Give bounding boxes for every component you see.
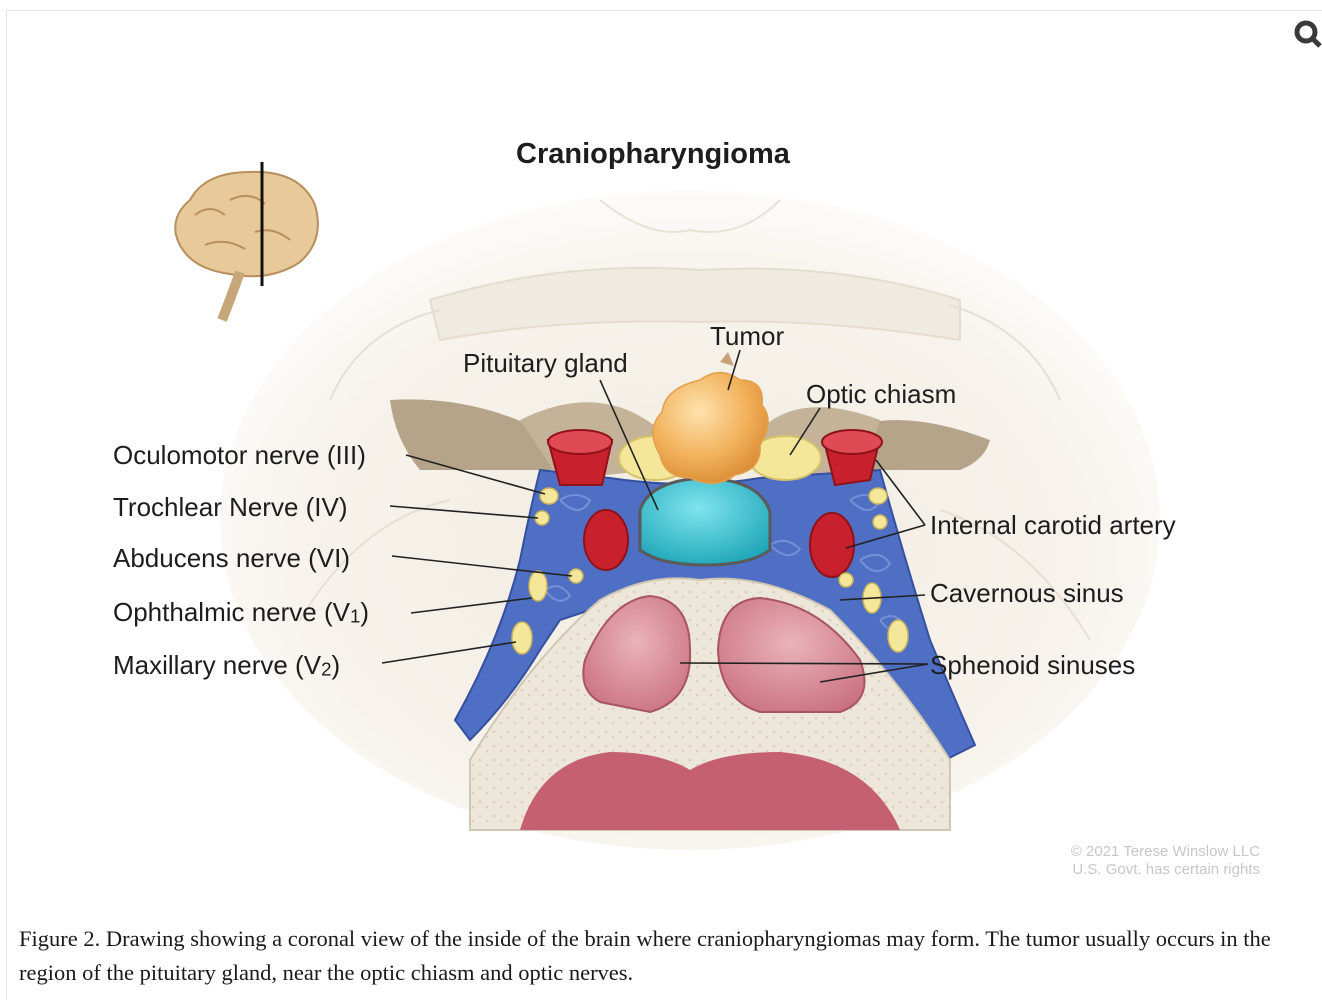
label-ophthalmic-nerve: Ophthalmic nerve (V1) (113, 599, 369, 626)
label-internal-carotid-artery: Internal carotid artery (930, 512, 1176, 538)
label-optic-chiasm: Optic chiasm (806, 381, 956, 407)
copyright-line-2: U.S. Govt. has certain rights (1072, 861, 1260, 878)
label-pituitary-gland: Pituitary gland (463, 350, 628, 376)
label-trochlear-nerve: Trochlear Nerve (IV) (113, 494, 348, 520)
label-abducens-nerve: Abducens nerve (VI) (113, 545, 350, 571)
anatomy-figure: Craniopharyngioma Tumor Pituitary gland … (0, 0, 1322, 900)
label-cavernous-sinus: Cavernous sinus (930, 580, 1124, 606)
figure-title: Craniopharyngioma (516, 138, 790, 171)
label-oculomotor-nerve: Oculomotor nerve (III) (113, 442, 366, 468)
label-sphenoid-sinuses: Sphenoid sinuses (930, 652, 1135, 678)
copyright-line-1: © 2021 Terese Winslow LLC (1071, 843, 1260, 860)
label-tumor: Tumor (710, 323, 784, 349)
figure-caption: Figure 2. Drawing showing a coronal view… (19, 922, 1309, 990)
label-maxillary-nerve: Maxillary nerve (V2) (113, 652, 340, 679)
brain-orientation-icon (175, 162, 318, 320)
